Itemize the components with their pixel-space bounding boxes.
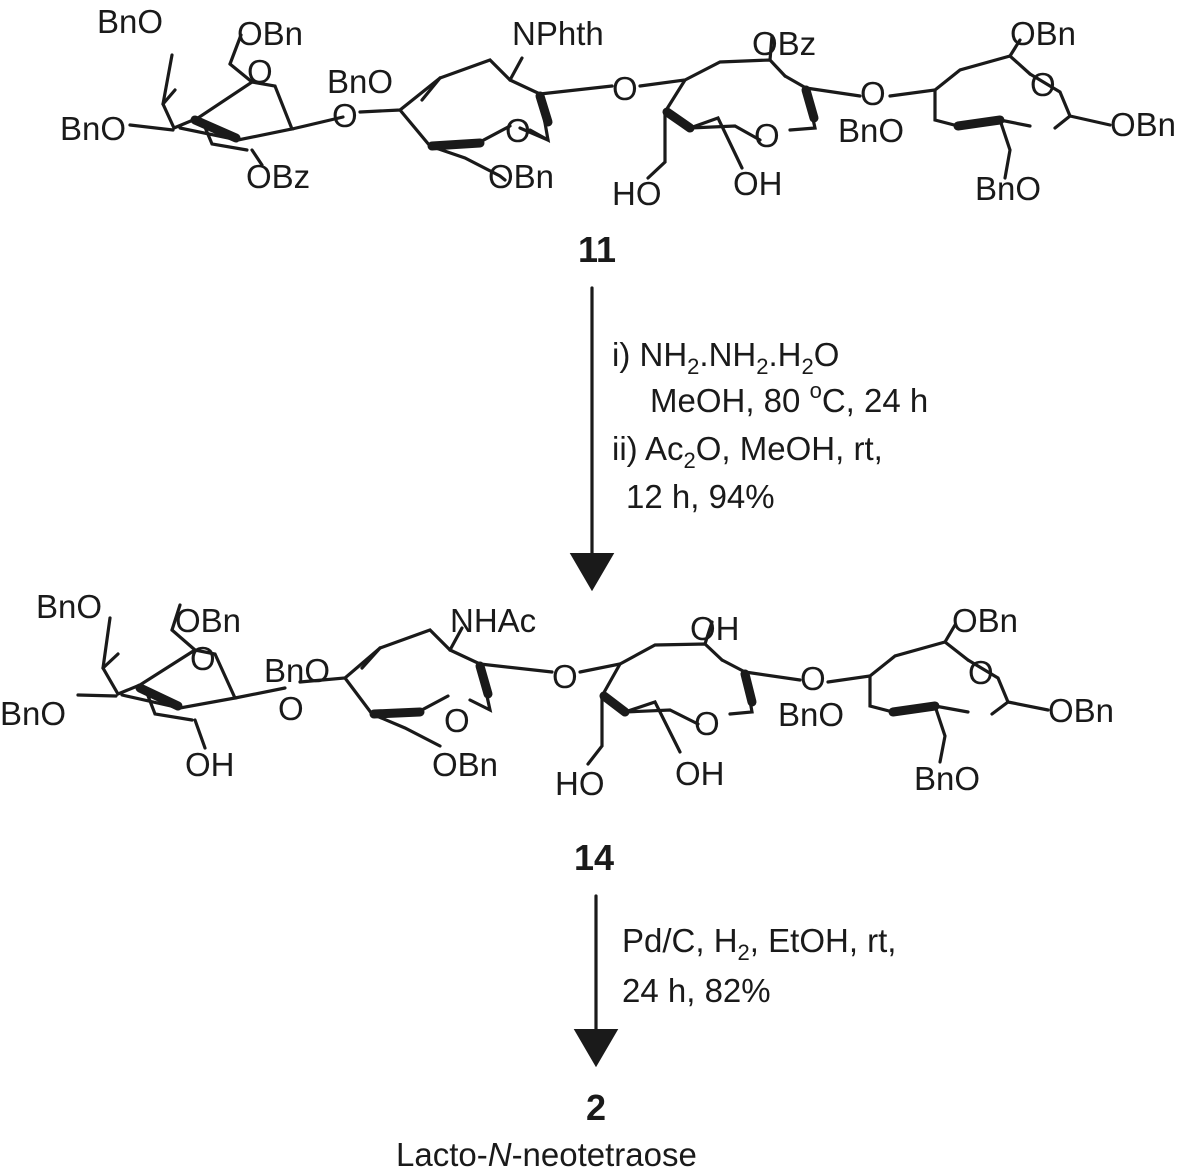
c14-ring4-o: O xyxy=(968,654,994,691)
c14-gal2-o3: HO xyxy=(555,765,605,802)
compound-14-bonds xyxy=(76,603,1050,766)
c14-ring3-o: O xyxy=(694,705,720,742)
step1-line1: i) NH2.NH2.H2O xyxy=(612,336,839,379)
compound-14-number: 14 xyxy=(574,837,614,878)
c14-ring1-o: O xyxy=(190,640,216,677)
c14-gal-o3: BnO xyxy=(0,695,66,732)
compound-2-name: Lacto-N-neotetraose xyxy=(396,1136,697,1169)
c11-ring3-o: O xyxy=(754,117,780,154)
c11-glc-o2: BnO xyxy=(975,170,1041,207)
step1-line3: ii) Ac2O, MeOH, rt, xyxy=(612,430,883,473)
c11-link-o1: O xyxy=(332,97,358,134)
c11-gal-o2: OBz xyxy=(246,158,310,195)
c11-ring4-o: O xyxy=(1030,66,1056,103)
c14-glc-o1: OBn xyxy=(1048,692,1114,729)
c14-glc-o6: OBn xyxy=(952,602,1018,639)
compound-14: BnO OBn O BnO OH O BnO NHAc O OBn O OH O… xyxy=(0,588,1114,878)
c11-gal-o3: BnO xyxy=(60,110,126,147)
c14-ring2-o: O xyxy=(444,702,470,739)
compound-11-bonds xyxy=(128,33,1112,182)
c14-glc-o3: BnO xyxy=(778,696,844,733)
c11-gal-o4: BnO xyxy=(97,3,163,40)
c14-gal-o4: BnO xyxy=(36,588,102,625)
c11-ring2-o: O xyxy=(505,112,531,149)
c11-gal-o6: OBn xyxy=(237,15,303,52)
c11-gal2-o2: OBz xyxy=(752,25,816,62)
c14-glcn-n: NHAc xyxy=(450,602,536,639)
c14-gal2-o6: OH xyxy=(675,755,725,792)
compound-11: BnO OBn O BnO OBz O BnO NPhth O OBn O OB… xyxy=(60,3,1176,270)
c11-glc-o3: BnO xyxy=(838,112,904,149)
c11-link-o2: O xyxy=(612,70,638,107)
compound-11-labels: BnO OBn O BnO OBz O BnO NPhth O OBn O OB… xyxy=(60,3,1176,212)
c14-glcn-o3: BnO xyxy=(264,652,330,689)
c11-ring1-o: O xyxy=(247,53,273,90)
step1-conditions: i) NH2.NH2.H2O MeOH, 80 oC, 24 h ii) Ac2… xyxy=(612,336,928,515)
step2-line1: Pd/C, H2, EtOH, rt, xyxy=(622,922,896,965)
c14-glc-o2: BnO xyxy=(914,760,980,797)
c11-link-o3: O xyxy=(860,75,886,112)
c11-gal2-o3: HO xyxy=(612,175,662,212)
c14-link-o3: O xyxy=(800,660,826,697)
c14-gal2-o2: OH xyxy=(690,610,740,647)
c11-glcn-o6: OBn xyxy=(488,158,554,195)
c14-glcn-o6: OBn xyxy=(432,746,498,783)
step2-line2: 24 h, 82% xyxy=(622,972,771,1009)
c14-gal-o2: OH xyxy=(185,746,235,783)
c14-link-o1: O xyxy=(278,690,304,727)
c11-glcn-n: NPhth xyxy=(512,15,604,52)
compound-14-labels: BnO OBn O BnO OH O BnO NHAc O OBn O OH O… xyxy=(0,588,1114,802)
step1-line2: MeOH, 80 oC, 24 h xyxy=(650,378,928,419)
c11-glcn-o3: BnO xyxy=(327,63,393,100)
step1-line4: 12 h, 94% xyxy=(626,478,775,515)
c14-gal-o6: OBn xyxy=(175,602,241,639)
compound-2-number: 2 xyxy=(586,1087,606,1128)
c11-glc-o1: OBn xyxy=(1110,106,1176,143)
step2-conditions: Pd/C, H2, EtOH, rt, 24 h, 82% xyxy=(622,922,896,1009)
compound-11-number: 11 xyxy=(578,229,616,270)
c11-glc-o6: OBn xyxy=(1010,15,1076,52)
c14-link-o2: O xyxy=(552,658,578,695)
c11-gal2-o6: OH xyxy=(733,165,783,202)
